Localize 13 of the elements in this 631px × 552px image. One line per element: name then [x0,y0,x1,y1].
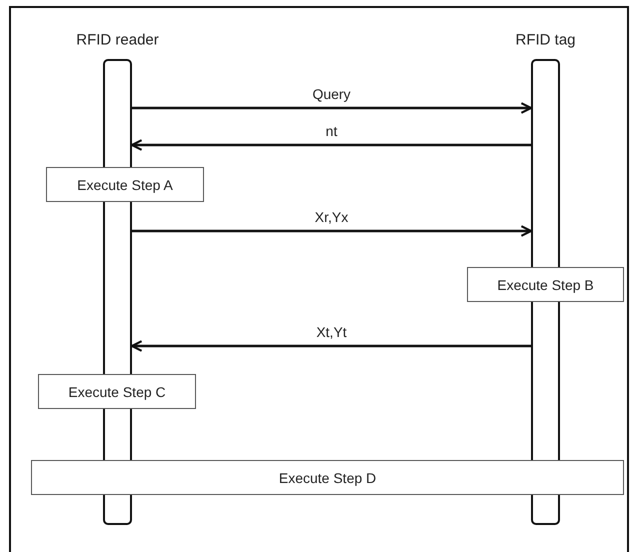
message-label: Query [310,86,353,102]
process-box: Execute Step D [31,460,624,495]
participant-label: RFID tag [516,32,576,48]
message-label: Xr,Yx [312,209,350,225]
message-label: Xt,Yt [314,324,349,340]
process-box: Execute Step A [46,167,204,202]
message-arrow [132,225,532,237]
process-box: Execute Step B [467,267,624,302]
process-box: Execute Step C [38,374,196,409]
message-arrow [130,340,531,352]
participant-label: RFID reader [76,32,159,48]
message-arrow [132,102,532,114]
message-arrow [130,139,531,151]
